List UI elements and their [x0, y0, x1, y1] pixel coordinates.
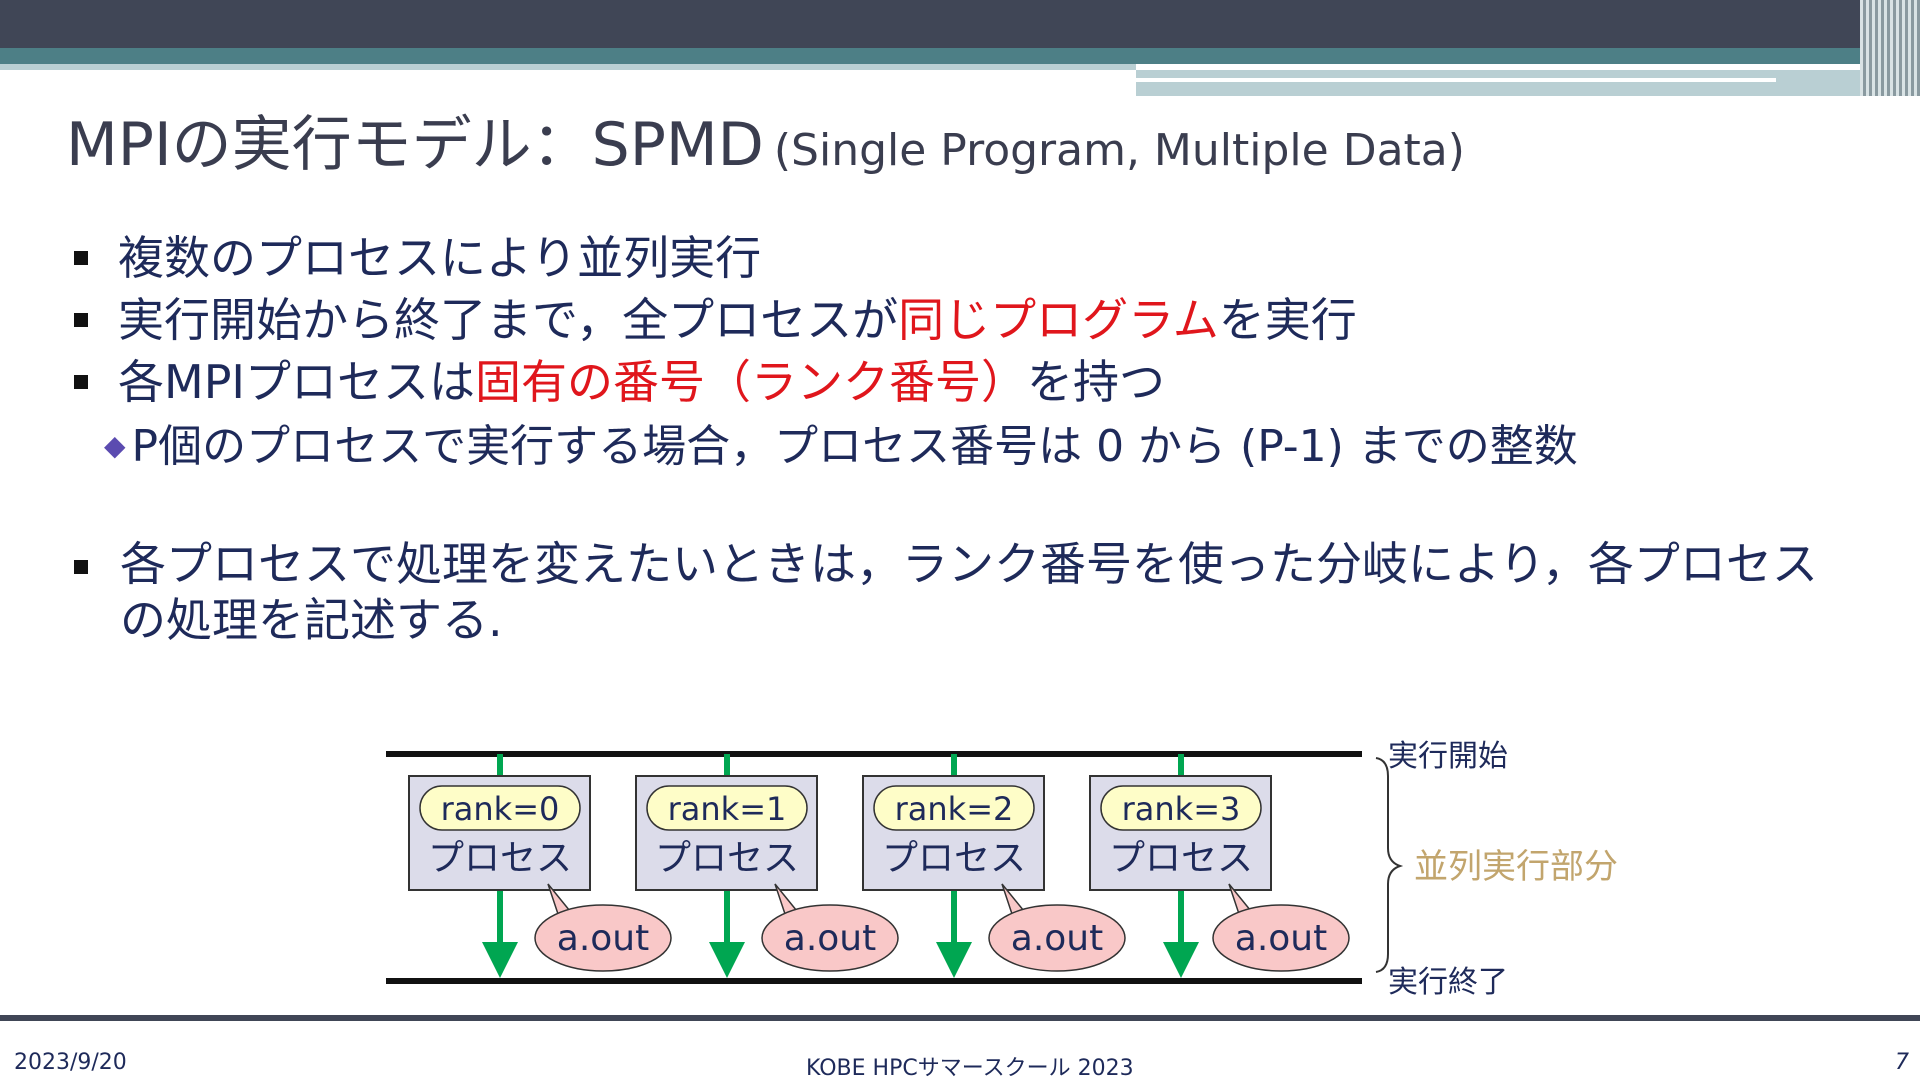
bullet-square-icon	[74, 312, 88, 327]
rank-label: rank=1	[668, 790, 787, 828]
process-label: プロセス	[882, 838, 1026, 879]
program-label: a.out	[1235, 918, 1327, 959]
header-edge-stripes	[1860, 0, 1920, 96]
parallel-label: 並列実行部分	[1414, 847, 1618, 887]
rank-label: rank=0	[441, 790, 560, 828]
header-light-bar-right	[1136, 70, 1920, 96]
footer-date: 2023/9/20	[14, 1050, 127, 1075]
program-label: a.out	[557, 918, 649, 959]
page-number: 7	[1895, 1050, 1909, 1075]
end-label: 実行終了	[1388, 965, 1508, 1000]
sub-bullet-item: ◆P個のプロセスで実行する場合，プロセス番号は 0 から (P-1) までの整数	[104, 410, 1578, 474]
program-bubble	[1212, 904, 1350, 972]
start-label: 実行開始	[1388, 739, 1508, 774]
diamond-bullet-icon: ◆	[104, 428, 126, 462]
process-label: プロセス	[428, 838, 572, 879]
process-3: rank=3 プロセス a.out	[1089, 754, 1350, 978]
rank-pill	[873, 785, 1035, 831]
footer-rule	[0, 1015, 1920, 1021]
slide-title-main: MPIの実行モデル：SPMD	[66, 110, 764, 180]
program-bubble	[534, 904, 672, 972]
bullet-highlight: 同じプログラム	[898, 293, 1219, 347]
bullet-text-tail: を実行	[1218, 293, 1357, 347]
bullet-square-icon	[74, 250, 88, 265]
bullet-square-icon	[74, 374, 88, 389]
header-bar	[0, 0, 1920, 48]
rank-pill	[1100, 785, 1262, 831]
bracket	[1375, 757, 1404, 973]
rank-pill	[646, 785, 808, 831]
process-0: rank=0 プロセス a.out	[408, 754, 672, 978]
footer-event: KOBE HPCサマースクール 2023	[806, 1056, 1134, 1081]
process-label: プロセス	[655, 838, 799, 879]
rank-label: rank=2	[895, 790, 1014, 828]
program-label: a.out	[784, 918, 876, 959]
rank-label: rank=3	[1122, 790, 1241, 828]
program-label: a.out	[1011, 918, 1103, 959]
bullet-paragraph: 各プロセスで処理を変えたいときは，ランク番号を使った分岐により，各プロセスの処理…	[74, 536, 1854, 648]
bullet-text: 実行開始から終了まで，全プロセスが	[118, 293, 899, 347]
slide-title-sub: (Single Program, Multiple Data)	[773, 125, 1465, 176]
slide-title: MPIの実行モデル：SPMD(Single Program, Multiple …	[66, 96, 1465, 180]
bullet-item-1: 複数のプロセスにより並列実行	[74, 222, 761, 288]
program-bubble	[761, 904, 899, 972]
process-1: rank=1 プロセス a.out	[635, 754, 899, 978]
paragraph-text: 各プロセスで処理を変えたいときは，ランク番号を使った分岐により，各プロセスの処理…	[120, 537, 1818, 647]
header-accent-bar	[0, 48, 1920, 64]
process-label: プロセス	[1109, 838, 1253, 879]
sub-bullet-text: P個のプロセスで実行する場合，プロセス番号は 0 から (P-1) までの整数	[131, 421, 1578, 472]
bullet-item-3: 各MPIプロセスは固有の番号（ランク番号）を持つ	[74, 346, 1165, 412]
bullet-item-2: 実行開始から終了まで，全プロセスが同じプログラムを実行	[74, 284, 1357, 350]
process-2: rank=2 プロセス a.out	[862, 754, 1126, 978]
bullet-text: 各MPIプロセスは	[118, 355, 475, 409]
rank-pill	[419, 785, 581, 831]
bullet-text: 複数のプロセスにより並列実行	[118, 231, 762, 285]
bullet-text-tail: を持つ	[1027, 355, 1165, 409]
header-light-bar	[0, 64, 1136, 70]
bullet-highlight: 固有の番号（ランク番号）	[475, 355, 1027, 409]
header-white-line	[1136, 78, 1776, 82]
bullet-square-icon	[74, 560, 88, 574]
program-bubble	[988, 904, 1126, 972]
